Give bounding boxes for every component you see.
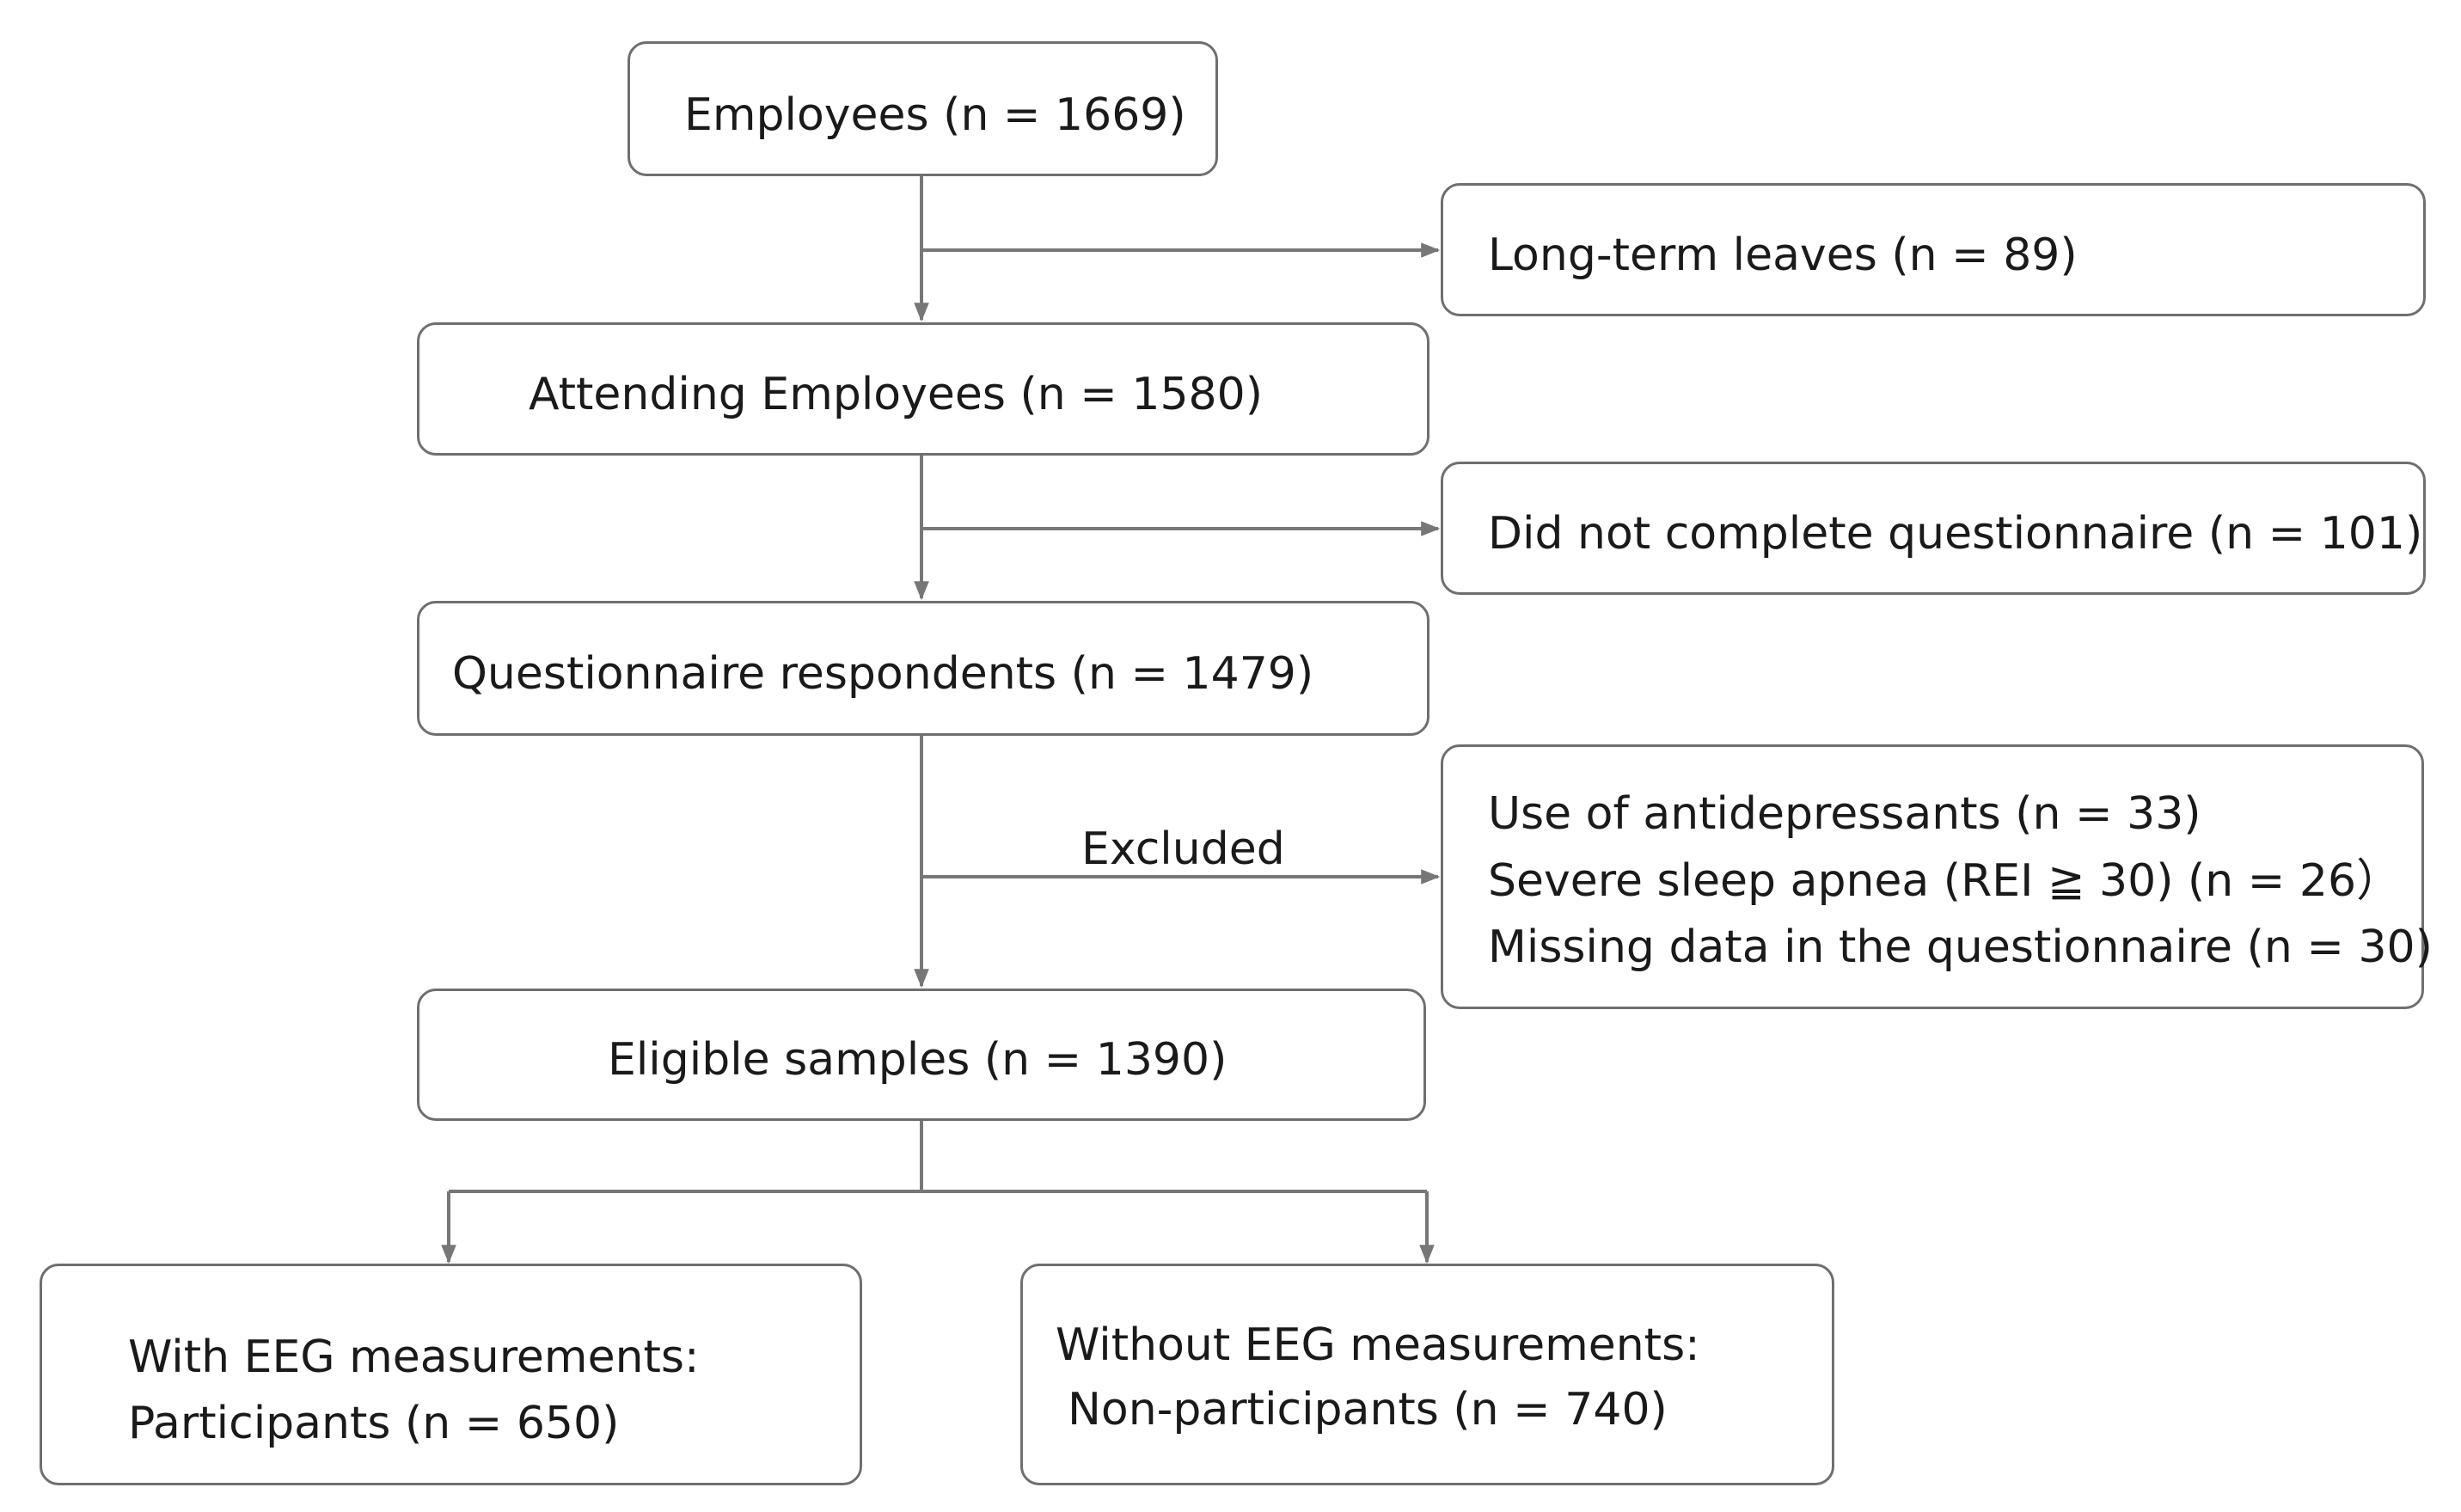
questionnaire-respondents-text: Questionnaire respondents (n = 1479) — [452, 648, 1314, 700]
eligible-samples-text: Eligible samples (n = 1390) — [608, 1034, 1227, 1086]
excluded-item-antidepressants: Use of antidepressants (n = 33) — [1488, 788, 2201, 840]
excluded-label: Excluded — [1081, 823, 1285, 875]
with-eeg-line1: With EEG measurements: — [128, 1331, 700, 1383]
without-eeg-box: Without EEG measurements: Non-participan… — [1020, 1264, 1834, 1485]
questionnaire-respondents-box: Questionnaire respondents (n = 1479) — [417, 601, 1429, 736]
with-eeg-box: With EEG measurements: Participants (n =… — [40, 1264, 862, 1485]
excluded-box: Use of antidepressants (n = 33) Severe s… — [1441, 744, 2433, 1009]
without-eeg-line1: Without EEG measurements: — [1056, 1319, 1700, 1371]
excluded-item-sleep-apnea: Severe sleep apnea (REI ≧ 30) (n = 26） — [1488, 855, 2402, 907]
did-not-complete-box: Did not complete questionnaire (n = 101) — [1441, 462, 2426, 595]
long-term-leaves-box: Long-term leaves (n = 89) — [1441, 183, 2426, 316]
long-term-leaves-text: Long-term leaves (n = 89) — [1488, 230, 2078, 281]
without-eeg-line2: Non-participants (n = 740) — [1068, 1384, 1668, 1435]
with-eeg-line2: Participants (n = 650) — [128, 1398, 620, 1449]
did-not-complete-text: Did not complete questionnaire (n = 101) — [1488, 508, 2423, 560]
excluded-item-missing-data: Missing data in the questionnaire (n = 3… — [1488, 921, 2433, 973]
employees-text: Employees (n = 1669) — [684, 89, 1186, 141]
attending-employees-text: Attending Employees (n = 1580) — [529, 369, 1263, 420]
employees-box: Employees (n = 1669) — [627, 41, 1218, 176]
eligible-samples-box: Eligible samples (n = 1390) — [417, 989, 1426, 1121]
attending-employees-box: Attending Employees (n = 1580) — [417, 322, 1429, 456]
